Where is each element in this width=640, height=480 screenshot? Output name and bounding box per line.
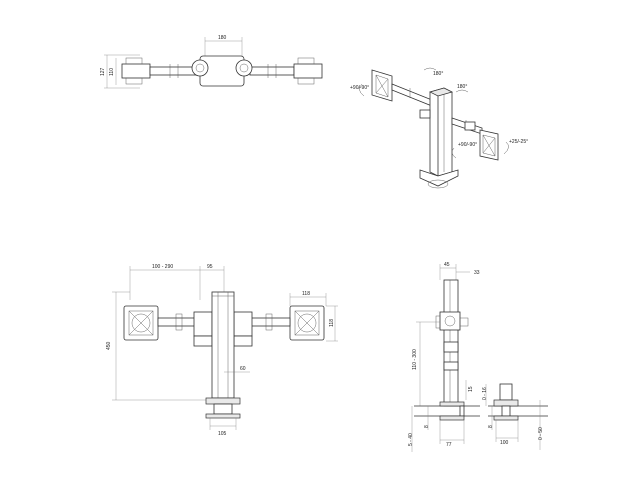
dim-top-outer: 127	[100, 67, 106, 76]
dim-base: 105	[218, 431, 227, 437]
rotation-mid-label: 180°	[457, 84, 467, 90]
dim-vesa-height: 118	[329, 319, 335, 327]
dim-side-top: 45	[444, 262, 450, 268]
dim-total-height: 450	[106, 341, 112, 350]
dim-clamp: 77	[446, 442, 452, 448]
dim-post: 60	[240, 366, 246, 372]
side-view: 45 33 110 - 300 8 5 - 40 77 15	[408, 262, 548, 452]
dim-small: 15	[468, 386, 474, 392]
dim-top-inner: 110	[109, 68, 115, 76]
rotation-right-arm-label: +90/-90°	[458, 142, 477, 148]
dim-bolt-a: 8	[424, 425, 430, 428]
dim-bolt-width: 100	[500, 440, 509, 446]
dim-grommet: 0 - 16	[482, 387, 488, 400]
dim-height-range: 110 - 300	[412, 349, 418, 370]
dim-offset: 95	[207, 264, 213, 270]
rotation-top-label: 180°	[433, 71, 443, 77]
tilt-right-label: +25/-25°	[509, 139, 528, 145]
isometric-view: +90/-90° 180° 180° +90/-90° +25/-25°	[350, 67, 528, 189]
rotation-left-label: +90/-90°	[350, 85, 369, 91]
dim-top-width: 180	[218, 35, 227, 41]
top-view: 180 127 110	[100, 35, 323, 89]
dim-arm-range: 100 - 290	[152, 264, 173, 270]
dim-bolt-b: 8	[488, 425, 494, 428]
dim-side-depth: 33	[474, 270, 480, 276]
dim-vesa-width: 118	[302, 291, 310, 297]
dim-desk-range: 5 - 40	[408, 433, 414, 446]
dim-bolt-height: 0 - 50	[538, 427, 544, 440]
front-view: 100 - 290 95 118 118 450	[106, 264, 338, 437]
